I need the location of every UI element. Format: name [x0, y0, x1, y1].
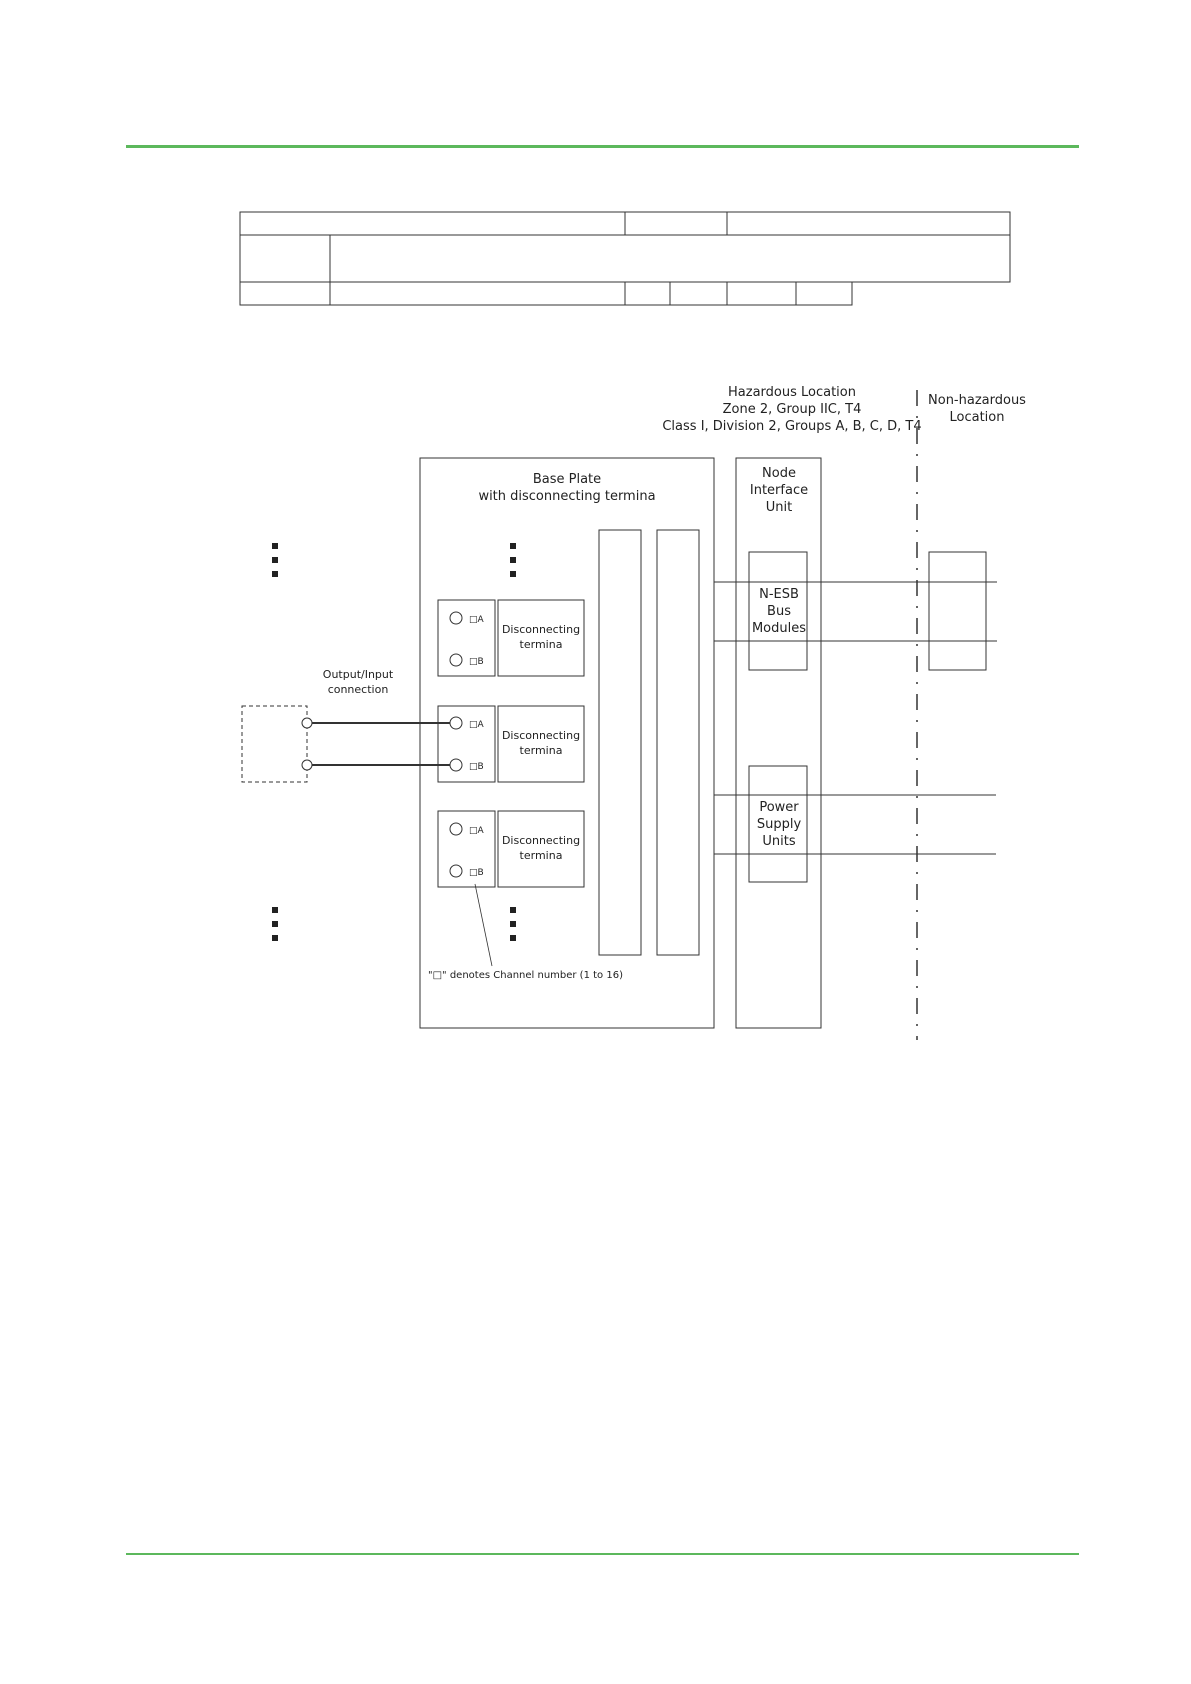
- terminal-box: [437, 705, 496, 783]
- terminal-screw-icon: [449, 758, 463, 772]
- disconnecting-terminal-box: [497, 810, 585, 888]
- terminal-screw-icon: [449, 653, 463, 667]
- hazardous-zone-label: Zone 2, Group IIC, T4: [723, 402, 862, 417]
- nonhazardous-label: Non-hazardous: [928, 393, 1026, 408]
- terminal-b-label: □B: [469, 868, 484, 878]
- niu-label: Unit: [766, 500, 792, 515]
- nonhazardous-device-box: [928, 551, 987, 671]
- terminal-b-label: □B: [469, 657, 484, 667]
- hazardous-location-title: Hazardous Location: [728, 385, 856, 400]
- bus-bar-2: [656, 529, 700, 956]
- field-terminal-icon: [301, 717, 313, 729]
- disconnecting-label: Disconnecting: [502, 729, 580, 742]
- terminal-box: [437, 599, 496, 677]
- disconnecting-terminal-box: [497, 705, 585, 783]
- title-table: [239, 211, 1011, 306]
- nonhazardous-label: Location: [950, 410, 1005, 425]
- niu-label: Interface: [750, 483, 808, 498]
- terminal-screw-icon: [449, 864, 463, 878]
- disconnecting-label: termina: [520, 638, 563, 651]
- output-input-label: Output/Input: [323, 668, 394, 681]
- terminal-a-label: □A: [469, 615, 485, 625]
- ellipsis-dots: [272, 543, 516, 941]
- psu-label: Units: [762, 834, 795, 849]
- disconnecting-label: termina: [520, 744, 563, 757]
- base-plate-label: Base Plate: [533, 472, 601, 487]
- title-table-row-3: [239, 281, 853, 306]
- channel-note: "□" denotes Channel number (1 to 16): [428, 970, 623, 981]
- terminal-a-label: □A: [469, 720, 485, 730]
- disconnecting-terminal-box: [497, 599, 585, 677]
- base-plate-box: [419, 457, 715, 1029]
- nesb-label: N-ESB: [759, 587, 799, 602]
- field-device-box: [241, 705, 308, 783]
- niu-label: Node: [762, 466, 796, 481]
- terminal-screw-icon: [449, 611, 463, 625]
- note-leader-line: [474, 883, 493, 967]
- terminal-screw-icon: [449, 822, 463, 836]
- header-rule: [126, 145, 1079, 148]
- power-supply-box: [748, 765, 808, 883]
- terminal-screw-icon: [449, 716, 463, 730]
- nesb-bus-module-box: [748, 551, 808, 671]
- node-interface-unit-box: [735, 457, 822, 1029]
- disconnecting-label: Disconnecting: [502, 623, 580, 636]
- disconnecting-label: termina: [520, 849, 563, 862]
- field-terminal-icon: [301, 759, 313, 771]
- terminal-box: [437, 810, 496, 888]
- bus-bar-1: [598, 529, 642, 956]
- footer-rule: [126, 1553, 1079, 1555]
- psu-label: Power: [759, 800, 799, 815]
- terminal-a-label: □A: [469, 826, 485, 836]
- psu-label: Supply: [757, 817, 802, 832]
- terminal-b-label: □B: [469, 762, 484, 772]
- base-plate-sublabel: with disconnecting termina: [478, 489, 655, 504]
- disconnecting-label: Disconnecting: [502, 834, 580, 847]
- nesb-label: Modules: [752, 621, 806, 636]
- nesb-label: Bus: [767, 604, 791, 619]
- hazardous-class-label: Class I, Division 2, Groups A, B, C, D, …: [662, 419, 921, 434]
- output-input-label: connection: [328, 683, 389, 696]
